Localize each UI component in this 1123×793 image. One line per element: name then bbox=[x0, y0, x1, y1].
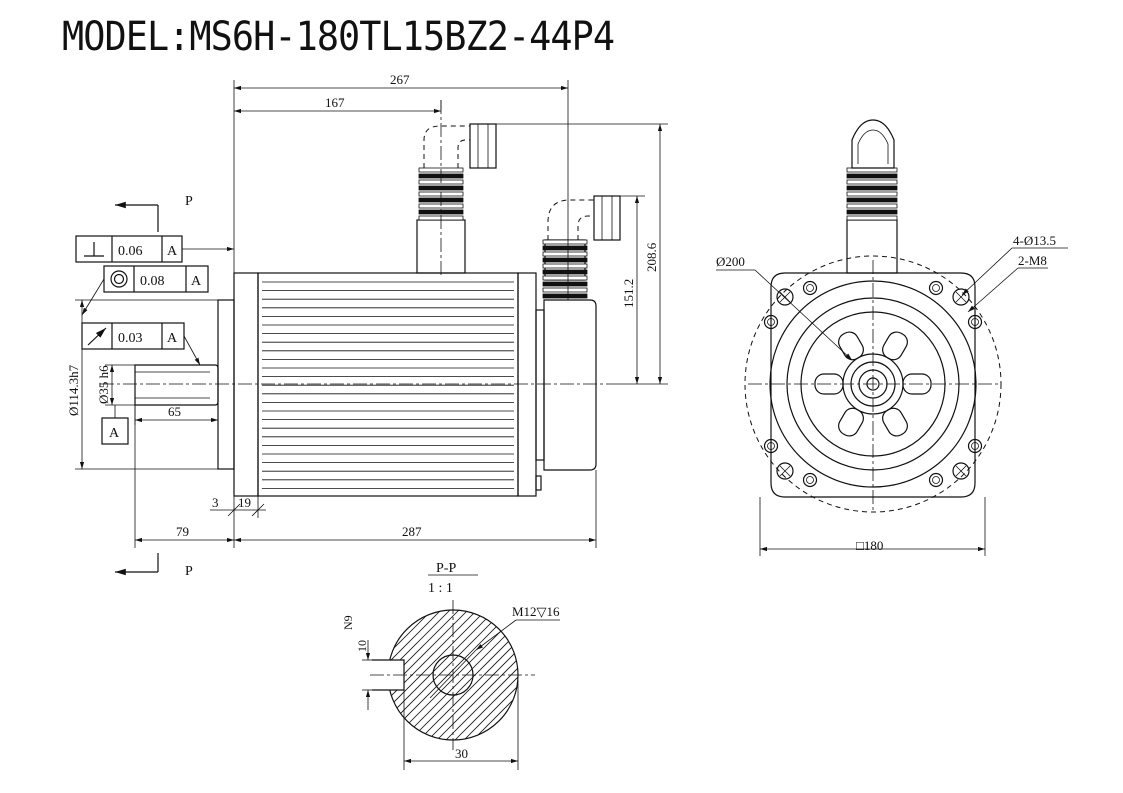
section-name: P-P bbox=[436, 561, 456, 576]
dim-65: 65 bbox=[168, 404, 181, 419]
perpendicularity-frame: 0.06 A bbox=[75, 235, 234, 263]
svg-text:A: A bbox=[109, 426, 120, 441]
dim-208-6: 208.6 bbox=[644, 242, 659, 272]
dim-287: 287 bbox=[402, 524, 422, 539]
dim-35: Ø35 h6 bbox=[96, 365, 111, 404]
front-connector bbox=[846, 167, 898, 221]
dim-10: 10 bbox=[355, 640, 369, 652]
dim-n9: N9 bbox=[341, 615, 355, 630]
mounting-holes bbox=[763, 280, 983, 488]
section-mark-top: P bbox=[185, 194, 193, 209]
svg-text:A: A bbox=[167, 331, 178, 346]
thread-callout: 2-M8 bbox=[1018, 253, 1047, 268]
dim-114-3: Ø114.3h7 bbox=[66, 364, 81, 416]
dim-m12: M12▽16 bbox=[512, 604, 560, 619]
front-connector-base bbox=[846, 219, 898, 274]
rear-cap bbox=[517, 272, 537, 497]
front-view: Ø200 4-Ø13.5 2-M8 □180 bbox=[716, 119, 1068, 556]
dim-167: 167 bbox=[325, 95, 345, 110]
svg-text:0.03: 0.03 bbox=[118, 331, 143, 346]
dim-267: 267 bbox=[390, 72, 410, 87]
concentricity-frame: 0.08 A bbox=[81, 265, 209, 316]
dim-square-180: □180 bbox=[856, 538, 883, 553]
section-view: P-P 1 : 1 M12▽16 N9 10 30 bbox=[341, 561, 560, 770]
dim-3: 3 bbox=[212, 495, 219, 510]
svg-text:A: A bbox=[167, 244, 178, 259]
section-scale: 1 : 1 bbox=[428, 581, 453, 596]
dim-19: 19 bbox=[238, 495, 251, 510]
runout-frame: 0.03 A bbox=[81, 322, 201, 366]
dim-79: 79 bbox=[176, 524, 189, 539]
encoder-connector bbox=[542, 239, 588, 299]
side-view: 267 167 208.6 151.2 Ø114.3h7 Ø35 h6 65 bbox=[66, 72, 668, 579]
encoder-housing bbox=[543, 299, 597, 471]
dim-151-2: 151.2 bbox=[621, 279, 636, 308]
section-mark-bottom: P bbox=[185, 564, 193, 579]
svg-text:0.08: 0.08 bbox=[140, 274, 165, 289]
shaft bbox=[134, 364, 219, 406]
model-title: MODEL:MS6H-180TL15BZ2-44P4 bbox=[62, 14, 615, 60]
datum-a-box: A bbox=[101, 405, 129, 445]
svg-text:A: A bbox=[191, 274, 202, 289]
pilot-boss bbox=[217, 299, 235, 470]
cooling-fins bbox=[262, 281, 514, 489]
hole-callout: 4-Ø13.5 bbox=[1013, 233, 1056, 248]
dim-200: Ø200 bbox=[716, 254, 745, 269]
mounting-flange bbox=[233, 272, 259, 497]
svg-text:0.06: 0.06 bbox=[118, 244, 143, 259]
dim-30: 30 bbox=[455, 746, 468, 761]
front-flange-square bbox=[770, 272, 976, 498]
